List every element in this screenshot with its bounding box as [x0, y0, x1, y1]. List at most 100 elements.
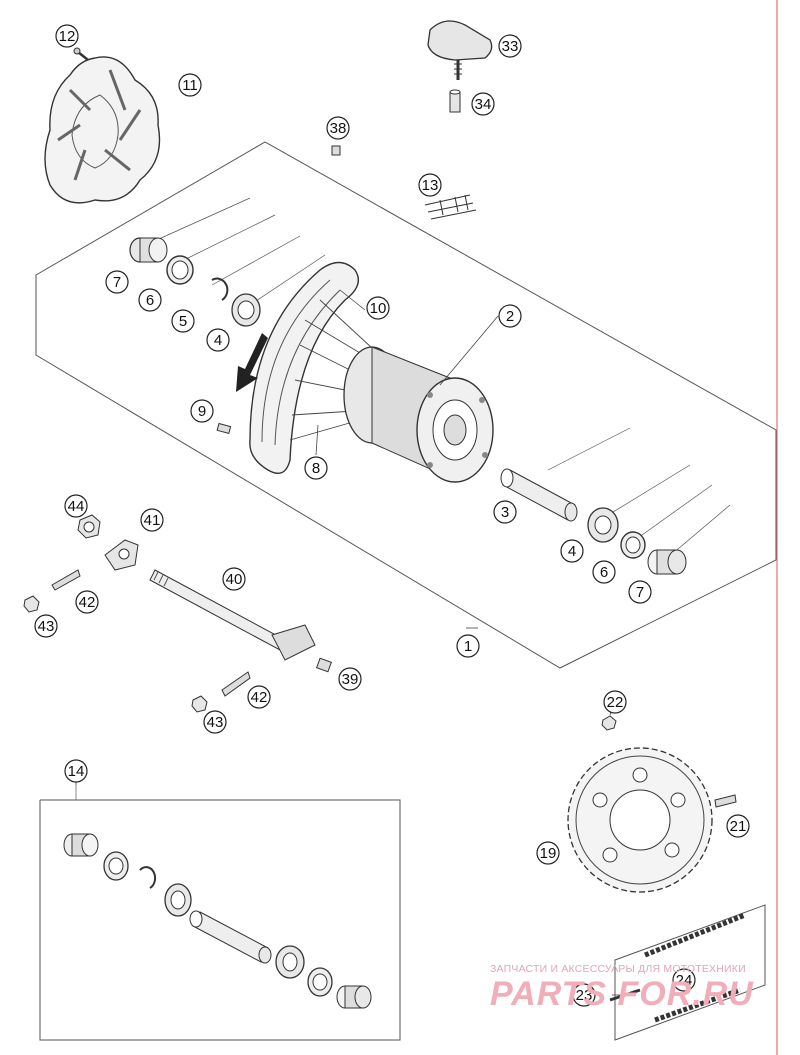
- callout-c4a: 4: [206, 328, 230, 352]
- callout-circle: [456, 634, 480, 658]
- callout-number: 44: [68, 498, 85, 515]
- callout-circle: [138, 288, 162, 312]
- callout-c33: 33: [498, 34, 522, 58]
- callout-number: 38: [330, 120, 347, 137]
- callout-number: 41: [144, 512, 161, 529]
- callout-number: 19: [540, 845, 557, 862]
- callout-number: 7: [113, 274, 121, 291]
- circlip-left: [211, 277, 229, 301]
- callout-number: 3: [501, 504, 509, 521]
- callout-c7a: 7: [105, 270, 129, 294]
- watermark-tagline: ЗАПЧАСТИ И АКСЕССУАРЫ ДЛЯ МОТОТЕХНИКИ: [490, 963, 746, 975]
- callout-number: 42: [79, 594, 96, 611]
- distance-tube: [500, 468, 578, 522]
- callout-c21: 21: [726, 814, 750, 838]
- callout-circle: [64, 494, 88, 518]
- callout-c43b: 43: [203, 710, 227, 734]
- callout-number: 5: [179, 313, 187, 330]
- callout-circle: [140, 508, 164, 532]
- callout-number: 42: [251, 689, 268, 706]
- axle: [149, 569, 316, 661]
- callout-number: 12: [59, 28, 76, 45]
- callout-circle: [105, 270, 129, 294]
- callout-circle: [366, 296, 390, 320]
- callout-c10: 10: [366, 296, 390, 320]
- callout-c1: 1: [456, 634, 480, 658]
- callout-circle: [628, 580, 652, 604]
- callout-c44: 44: [64, 494, 88, 518]
- callout-number: 4: [214, 332, 222, 349]
- valve: [216, 422, 232, 435]
- callout-circle: [304, 456, 328, 480]
- callout-number: 40: [226, 571, 243, 588]
- bearing-left: [231, 293, 261, 327]
- adjusting-screw-lower: [221, 671, 251, 697]
- callout-circle: [726, 814, 750, 838]
- callout-c34: 34: [471, 92, 495, 116]
- rim-lock: [427, 20, 493, 80]
- axle-nut: [77, 514, 101, 539]
- callout-c42a: 42: [75, 590, 99, 614]
- callout-number: 21: [730, 818, 747, 835]
- callout-circle: [64, 759, 88, 783]
- callout-c39: 39: [338, 667, 362, 691]
- callout-number: 43: [38, 618, 55, 635]
- spacer-left: [129, 237, 168, 263]
- callout-c13: 13: [418, 173, 442, 197]
- callout-c2: 2: [498, 304, 522, 328]
- bearing-right: [587, 507, 619, 543]
- callout-circle: [493, 500, 517, 524]
- screw-plug: [316, 657, 332, 673]
- callout-number: 11: [182, 77, 198, 94]
- callout-c40: 40: [222, 567, 246, 591]
- callout-circle: [171, 309, 195, 333]
- callout-circle: [326, 116, 350, 140]
- callout-number: 9: [198, 403, 206, 420]
- callout-number: 1: [464, 638, 472, 655]
- callout-c12: 12: [55, 24, 79, 48]
- shaft-seal-left: [166, 255, 194, 285]
- callout-c5: 5: [171, 309, 195, 333]
- callout-circle: [206, 328, 230, 352]
- shaft-seal-right: [620, 531, 646, 559]
- callout-c43a: 43: [34, 614, 58, 638]
- rim: [249, 261, 359, 474]
- rim-lock-nut: [449, 89, 461, 113]
- lock-nut-lower: [191, 695, 208, 713]
- callout-c6b: 6: [592, 560, 616, 584]
- chain-adjuster: [104, 539, 139, 571]
- callout-c3: 3: [493, 500, 517, 524]
- callout-circle: [178, 73, 202, 97]
- callout-c14: 14: [64, 759, 88, 783]
- callout-number: 10: [370, 300, 387, 317]
- callout-layer: 1234456677891011121314192122232433343839…: [34, 24, 750, 1007]
- callout-number: 6: [146, 292, 154, 309]
- spoke-nipples: [424, 194, 477, 220]
- callout-circle: [222, 567, 246, 591]
- callout-c8: 8: [304, 456, 328, 480]
- callout-c6a: 6: [138, 288, 162, 312]
- watermark-brand: PARTS FOR.RU: [490, 975, 754, 1013]
- callout-c7b: 7: [628, 580, 652, 604]
- callout-number: 14: [68, 763, 85, 780]
- adjusting-screw-upper: [51, 569, 81, 591]
- callout-circle: [498, 34, 522, 58]
- callout-number: 6: [600, 564, 608, 581]
- callout-c38: 38: [326, 116, 350, 140]
- hub: [343, 346, 494, 483]
- callout-circle: [536, 841, 560, 865]
- callout-c42b: 42: [247, 685, 271, 709]
- callout-number: 39: [342, 671, 359, 688]
- callout-c9: 9: [190, 399, 214, 423]
- callout-circle: [572, 983, 596, 1007]
- sprocket-bolt: [714, 794, 737, 808]
- callout-circle: [603, 690, 627, 714]
- lock-nut-upper: [23, 595, 40, 613]
- rear-sprocket: [567, 747, 713, 893]
- callout-circle: [203, 710, 227, 734]
- callout-c24: 24: [672, 968, 696, 992]
- chain: [609, 912, 746, 1023]
- callout-c11: 11: [178, 73, 202, 97]
- valve-cap: [331, 145, 341, 156]
- callout-circle: [338, 667, 362, 691]
